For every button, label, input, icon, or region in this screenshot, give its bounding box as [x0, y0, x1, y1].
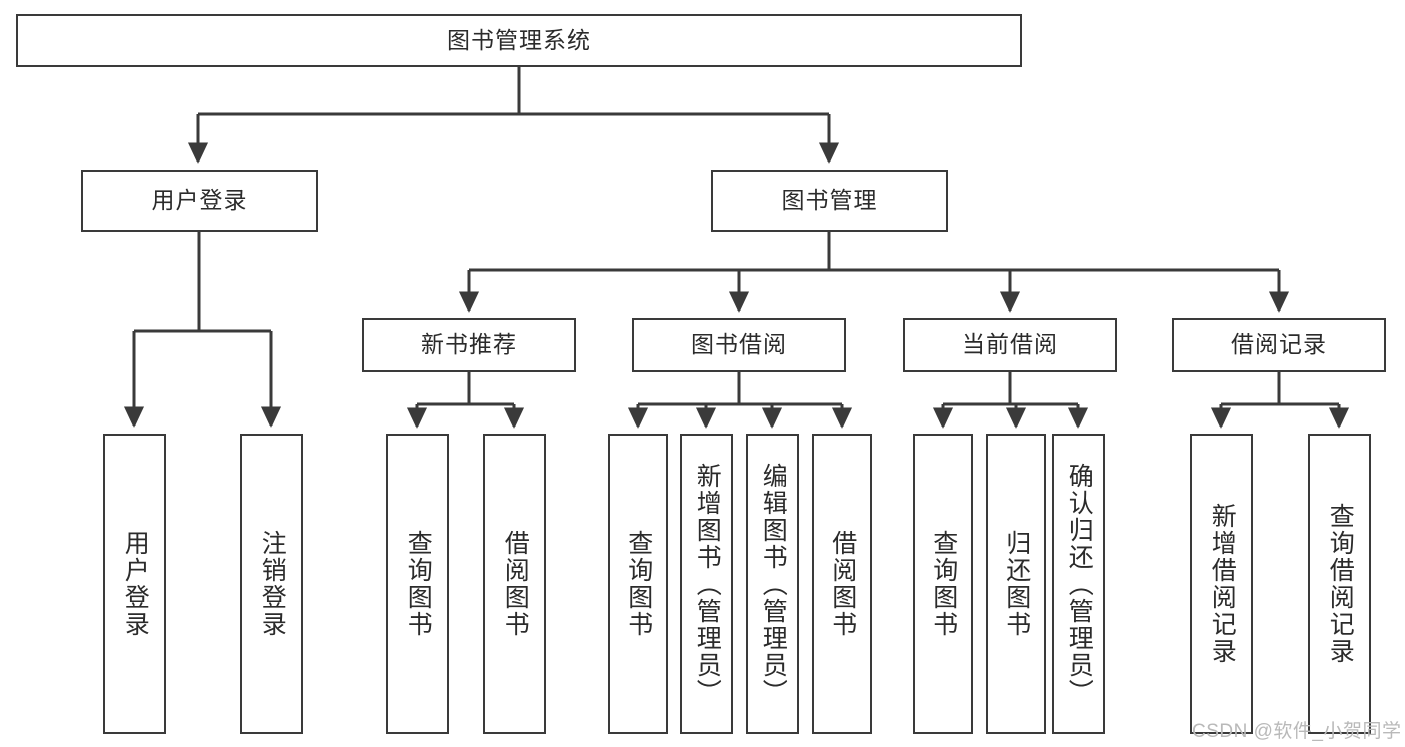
- node-leaf-user-logout[interactable]: 注销登录: [240, 434, 303, 734]
- node-new-book-recommend[interactable]: 新书推荐: [362, 318, 576, 372]
- node-leaf-label: 查询借阅记录: [1326, 503, 1355, 665]
- node-leaf-label: 查询图书: [929, 530, 958, 638]
- node-leaf-query-borrow-record[interactable]: 查询借阅记录: [1308, 434, 1371, 734]
- node-leaf-label: 归还图书: [1002, 530, 1031, 638]
- node-leaf-label: 确认归还（管理员）: [1065, 462, 1094, 706]
- node-borrow-record[interactable]: 借阅记录: [1172, 318, 1386, 372]
- node-leaf-query-book-3[interactable]: 查询图书: [913, 434, 973, 734]
- node-leaf-borrow-book-1[interactable]: 借阅图书: [483, 434, 546, 734]
- node-leaf-label: 借阅图书: [501, 530, 530, 638]
- node-leaf-label: 新增借阅记录: [1208, 503, 1237, 665]
- node-leaf-add-borrow-record[interactable]: 新增借阅记录: [1190, 434, 1253, 734]
- node-leaf-query-book-2[interactable]: 查询图书: [608, 434, 668, 734]
- node-leaf-borrow-book-2[interactable]: 借阅图书: [812, 434, 872, 734]
- node-leaf-confirm-return-admin[interactable]: 确认归还（管理员）: [1052, 434, 1105, 734]
- node-leaf-label: 查询图书: [624, 530, 653, 638]
- node-book-manage[interactable]: 图书管理: [711, 170, 948, 232]
- node-root-system[interactable]: 图书管理系统: [16, 14, 1022, 67]
- csdn-watermark: CSDN @软件_小贺同学: [1192, 721, 1402, 742]
- node-leaf-label: 新增图书（管理员）: [693, 462, 722, 706]
- node-current-borrow[interactable]: 当前借阅: [903, 318, 1117, 372]
- node-book-borrow[interactable]: 图书借阅: [632, 318, 846, 372]
- node-leaf-query-book-1[interactable]: 查询图书: [386, 434, 449, 734]
- node-leaf-label: 借阅图书: [828, 530, 857, 638]
- node-leaf-label: 用户登录: [121, 530, 150, 638]
- node-leaf-label: 编辑图书（管理员）: [759, 462, 788, 706]
- node-user-login[interactable]: 用户登录: [81, 170, 318, 232]
- node-leaf-add-book-admin[interactable]: 新增图书（管理员）: [680, 434, 733, 734]
- node-leaf-edit-book-admin[interactable]: 编辑图书（管理员）: [746, 434, 799, 734]
- node-leaf-label: 注销登录: [258, 530, 287, 638]
- node-leaf-user-login[interactable]: 用户登录: [103, 434, 166, 734]
- node-leaf-label: 查询图书: [404, 530, 433, 638]
- node-leaf-return-book[interactable]: 归还图书: [986, 434, 1046, 734]
